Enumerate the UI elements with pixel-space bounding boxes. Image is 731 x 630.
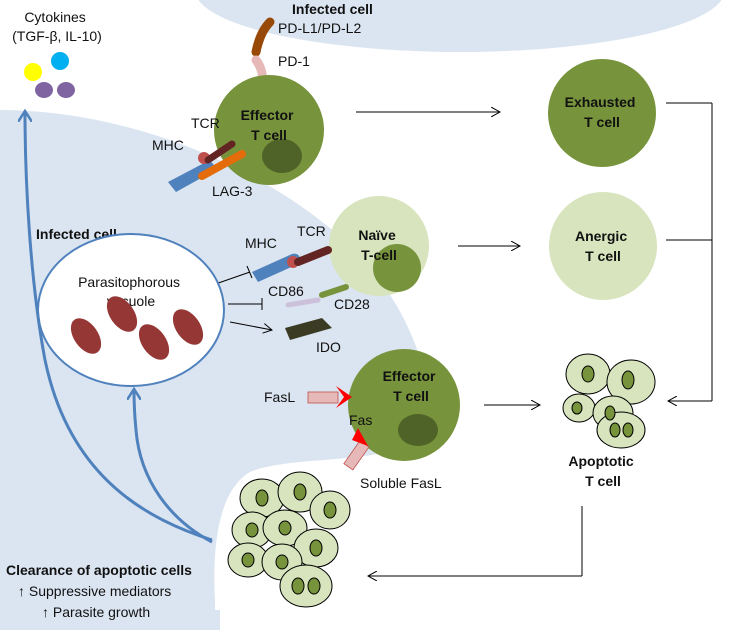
- effector-top-nucleus: [262, 139, 302, 173]
- effector-bottom-label: Effector T cell: [383, 368, 440, 404]
- mhc-top: [168, 161, 214, 192]
- lag3-label: LAG-3: [212, 183, 253, 199]
- clearance-bottom-strip: [0, 610, 220, 630]
- clearance-label: Clearance of apoptotic cells: [6, 562, 192, 578]
- fas-receptor-2: [352, 428, 368, 446]
- anergic-t-cell: [549, 192, 657, 300]
- inhibit-mhc-bar: [246, 265, 253, 279]
- pdl-ligand: [251, 17, 275, 57]
- parasite-4: [172, 309, 204, 345]
- anergic-label: Anergic T cell: [575, 228, 631, 264]
- fas-receptor-1: [336, 386, 352, 408]
- ido-label: IDO: [316, 339, 341, 355]
- engulfed-cell-cluster: [227, 471, 351, 608]
- ido-molecule: [285, 318, 332, 340]
- suppressive-label: ↑ Suppressive mediators: [18, 583, 171, 599]
- effector-top-label: Effector T cell: [241, 107, 298, 143]
- mhc-top-label: MHC: [152, 137, 184, 153]
- fasl-label: FasL: [264, 389, 295, 405]
- infected-cell-main-label: Infected cell: [36, 226, 117, 242]
- blue-arrow-to-vacuole: [134, 390, 213, 544]
- cd28-label: CD28: [334, 296, 370, 312]
- cytokine-purple-1: [35, 82, 53, 98]
- cd86-molecule: [285, 297, 321, 308]
- pd1-label: PD-1: [278, 53, 310, 69]
- infected-cell-top-label: Infected cell: [292, 1, 373, 17]
- soluble-fasl-label: Soluble FasL: [360, 475, 442, 491]
- pdl-label: PD-L1/PD-L2: [278, 20, 361, 36]
- mhc-mid-label: MHC: [245, 235, 277, 251]
- arrow-to-ido: [229, 321, 272, 330]
- cytokines-label: Cytokines (TGF-β, IL-10): [12, 9, 102, 44]
- parasite-1: [70, 318, 102, 354]
- blue-arrow-to-cytokines: [25, 112, 213, 542]
- cytokine-cyan: [51, 52, 69, 70]
- apoptotic-label: Apoptotic T cell: [568, 453, 637, 489]
- tcr-top: [204, 140, 236, 164]
- cytokine-purple-2: [57, 82, 75, 98]
- tcr-mid-label: TCR: [297, 223, 326, 239]
- cytokine-yellow: [24, 63, 42, 81]
- exhausted-t-cell: [548, 59, 656, 167]
- effector-bottom-nucleus: [398, 414, 438, 446]
- naive-label: Naïve T-cell: [358, 227, 399, 263]
- cd86-label: CD86: [268, 283, 304, 299]
- exhausted-label: Exhausted T cell: [565, 94, 640, 130]
- fasl-molecule: [307, 391, 339, 404]
- parasite-3: [138, 324, 170, 360]
- infected-cell-top-membrane: [198, 0, 722, 52]
- parasite-growth-label: ↑ Parasite growth: [42, 604, 150, 620]
- tcr-top-label: TCR: [191, 115, 220, 131]
- parasite-2: [106, 296, 138, 332]
- apoptotic-cell-cluster: [562, 353, 656, 449]
- lag3-receptor: [198, 150, 246, 180]
- naive-nucleus: [373, 244, 421, 292]
- cd28-molecule: [319, 284, 349, 298]
- tcr-mid: [294, 246, 332, 266]
- fas-label: Fas: [349, 412, 372, 428]
